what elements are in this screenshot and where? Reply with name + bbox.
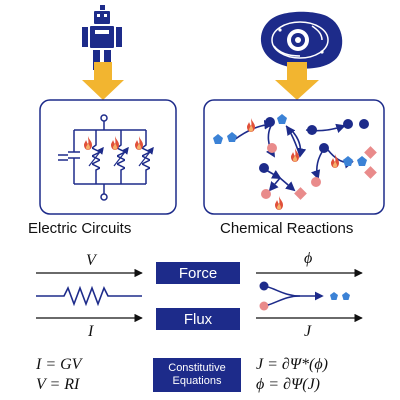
current-symbol-label: I (88, 323, 94, 340)
constitutive-line-2: Equations (172, 375, 222, 387)
cell-arrow (275, 62, 319, 100)
voltage-symbol-label: V (86, 252, 96, 269)
voltage-symbol (58, 154, 68, 161)
force-label: Force (156, 262, 240, 284)
pink-species (261, 143, 377, 200)
circuit-diagram (68, 114, 147, 201)
caption-chemical-reactions: Chemical Reactions (220, 220, 354, 237)
navy-species (259, 117, 369, 173)
resistor-icon (36, 285, 142, 307)
circuit-arrows (88, 146, 154, 167)
equation-right-1: J = ∂Ψ*(ϕ) (256, 356, 328, 373)
equation-right-2: ϕ = ∂Ψ(J) (256, 376, 320, 393)
circuit-panel (39, 99, 177, 215)
robot-icon (82, 5, 122, 70)
cell-icon (260, 11, 343, 69)
equation-left-2: V = RI (36, 376, 80, 393)
reaction-icon (259, 281, 350, 311)
blue-species (213, 114, 367, 166)
constitutive-equations-label: Constitutive Equations (153, 358, 241, 392)
flux-symbol-label: J (304, 323, 312, 340)
potential-symbol-label: ϕ (304, 250, 313, 267)
constitutive-line-1: Constitutive (168, 362, 226, 374)
flux-label: Flux (156, 308, 240, 330)
caption-electric-circuits: Electric Circuits (28, 220, 132, 237)
equation-left-1: I = GV (36, 356, 82, 373)
robot-arrow (82, 62, 124, 100)
